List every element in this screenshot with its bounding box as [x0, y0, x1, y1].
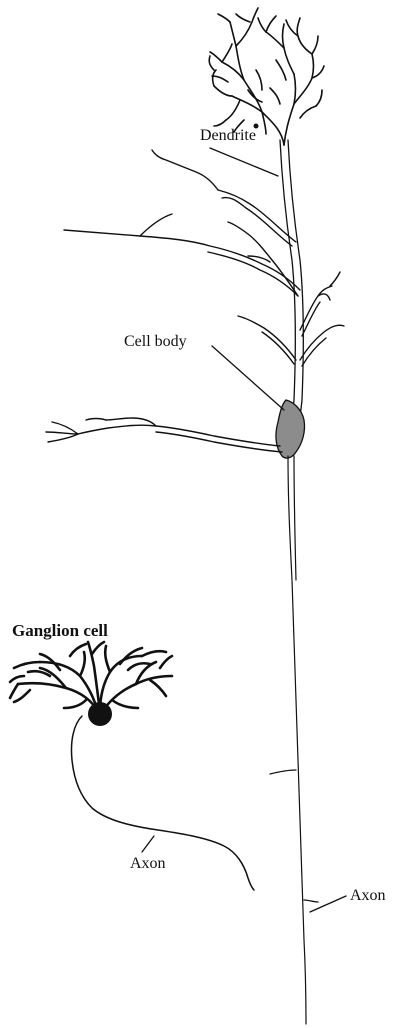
dendrite-label: Dendrite [200, 127, 256, 144]
cell-body [276, 400, 305, 458]
side-branches [64, 150, 344, 366]
ganglion-title: Ganglion cell [12, 621, 108, 640]
axon-ganglion-leader [142, 836, 154, 852]
dendrite-leader [210, 148, 278, 176]
axon-main-label: Axon [350, 887, 386, 904]
axon-main-leader [310, 896, 346, 912]
main-axon [270, 456, 318, 1024]
ganglion-dendrites [10, 642, 172, 712]
ganglion-cell: Ganglion cell [10, 621, 254, 890]
cell-body-label: Cell body [124, 333, 187, 350]
basal-dendrite [46, 418, 282, 452]
cell-body-leader [212, 346, 284, 410]
pyramidal-neuron: Dendrite Cell body Axon [46, 8, 386, 1024]
dendritic-tuft [209, 8, 324, 145]
axon-ganglion-label: Axon [130, 855, 166, 872]
ganglion-soma [88, 702, 112, 726]
